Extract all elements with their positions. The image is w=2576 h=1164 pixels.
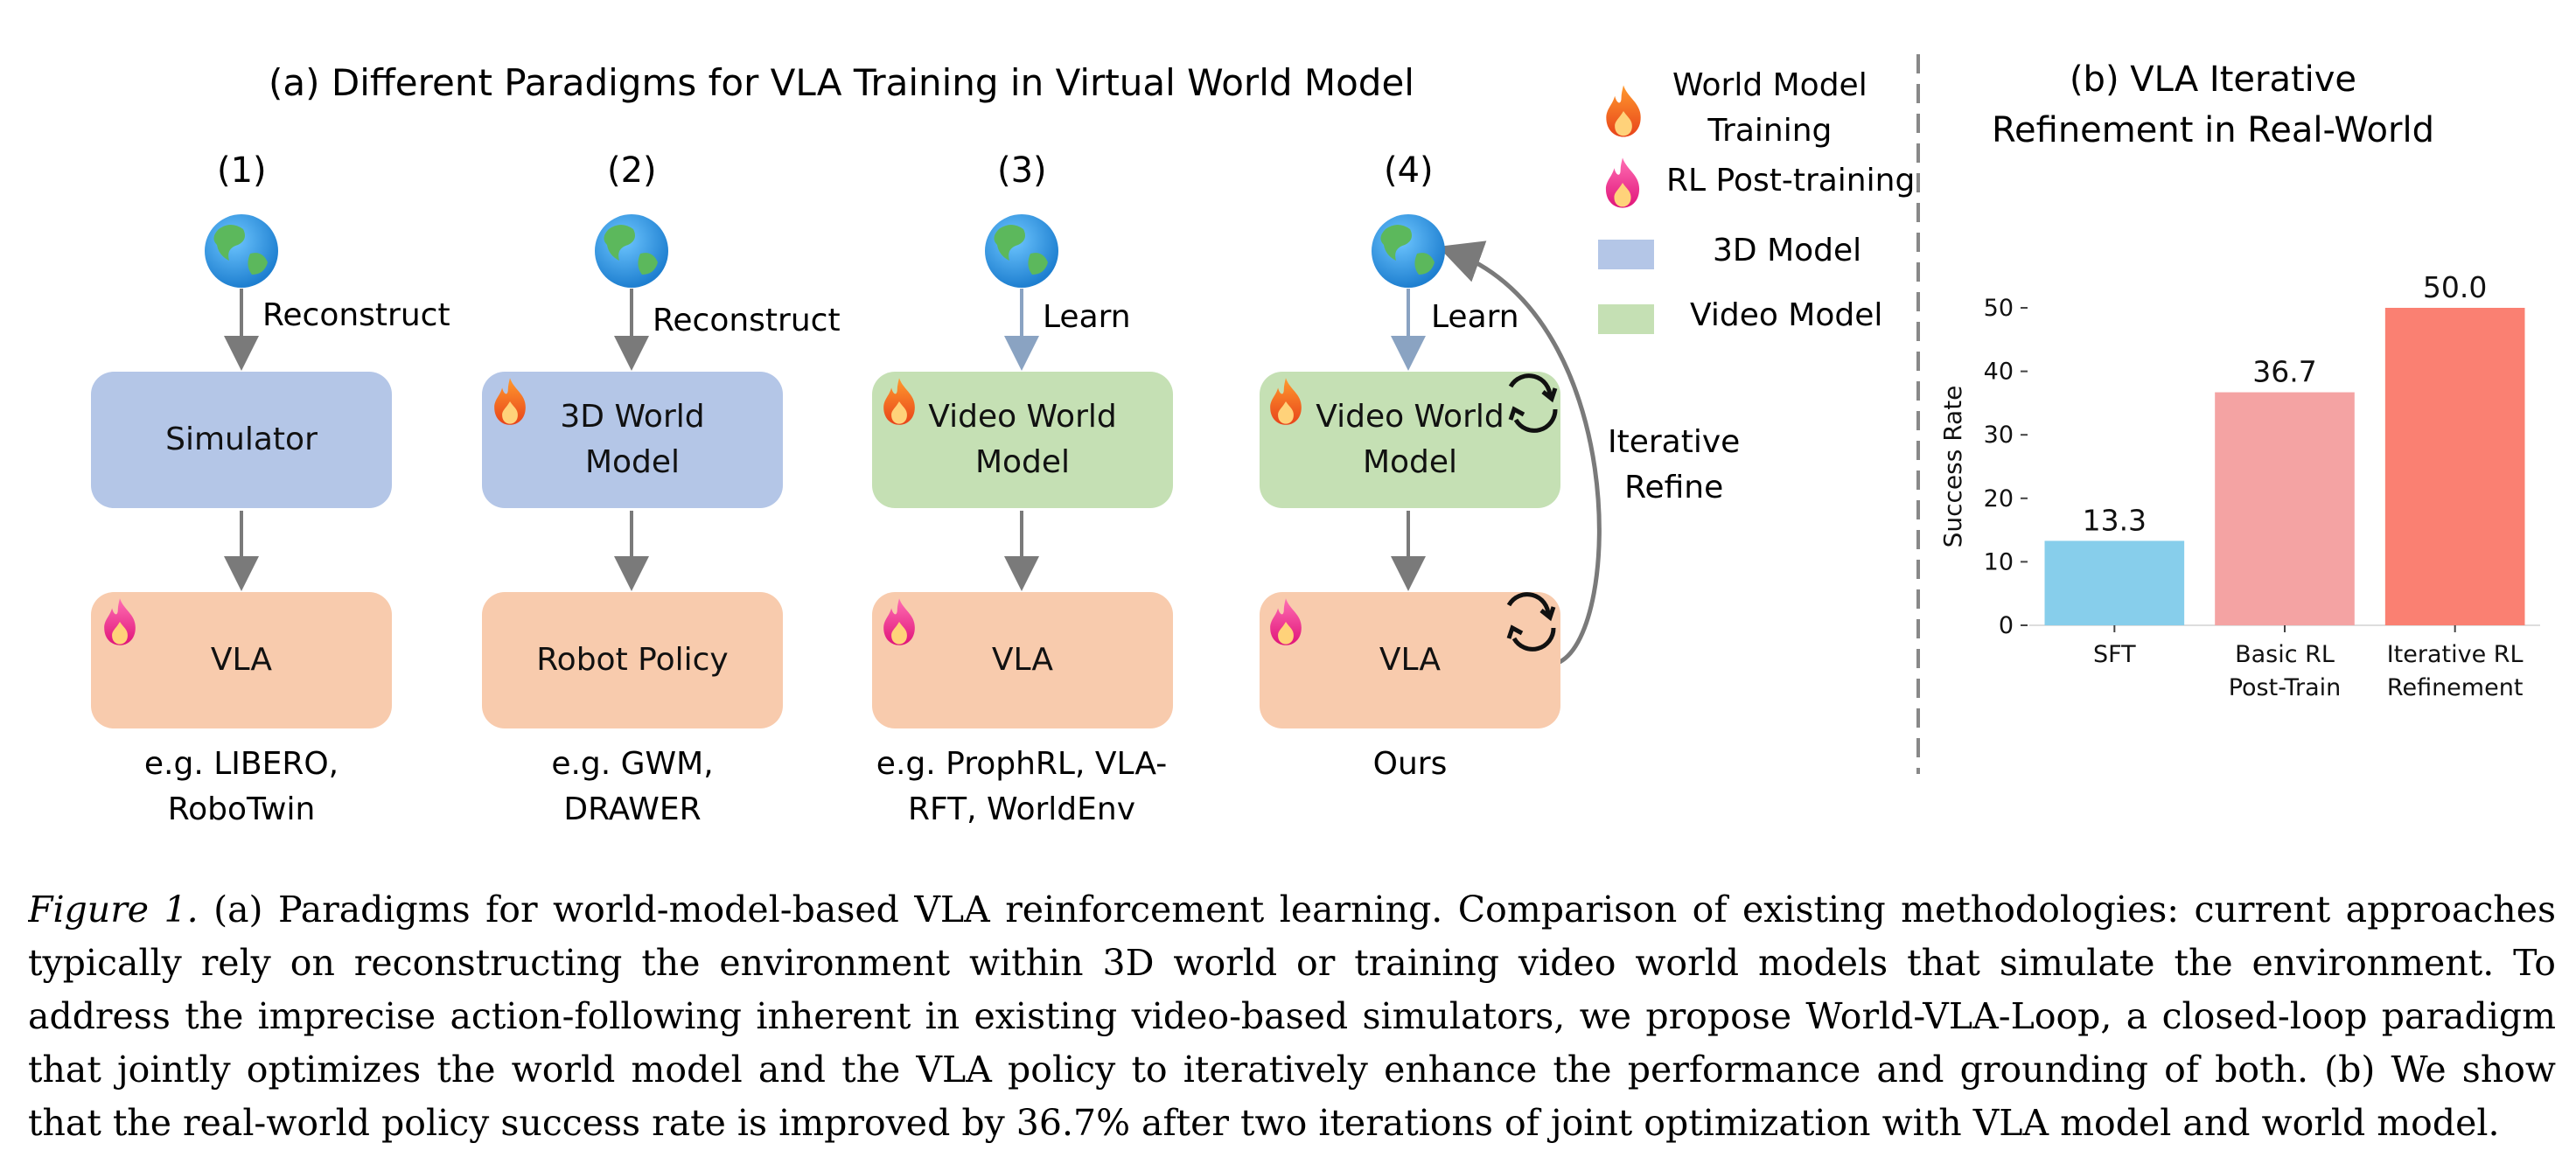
globe-icon [985,214,1058,288]
3d-world-model-box: 3D World Model [482,372,783,508]
bar [2044,540,2185,625]
robot-policy-box: Robot Policy [482,592,783,728]
column-number: (4) [1384,150,1434,191]
pink-fire-icon [104,598,136,645]
caption-line-1: Figure 1. (a) Paradigms for world-model-… [28,889,2556,931]
globe-icon [1372,214,1445,288]
bar [2384,308,2525,625]
globe-icon [595,214,668,288]
iterative-refine-arrow [1437,240,1602,665]
legend-label: RL Post-training [1666,163,1916,199]
legend-label: World Model Training [1672,67,1867,149]
vla-box: VLA [872,592,1173,728]
example-text: e.g. GWM, DRAWER [551,746,714,827]
panel-a-title: (a) Different Paradigms for VLA Training… [269,61,1414,104]
x-tick-label: SFT [2093,641,2136,668]
column-number: (2) [607,150,657,191]
caption-line-5: that the real-world policy success rate … [28,1102,2500,1144]
fire-icon [494,378,526,425]
cycle-icon [1508,373,1558,433]
vla-box-ours: VLA [1260,592,1560,728]
column-number: (1) [217,150,267,191]
pink-fire-icon [1270,598,1302,645]
legend-swatch-3d [1598,240,1654,269]
legend-label: Video Model [1690,297,1883,333]
x-tick-label: Post-Train [2229,674,2342,701]
pink-fire-icon [1605,157,1640,208]
y-tick-label: 40 [1984,359,2014,386]
video-world-model-box: Video World Model [872,372,1173,508]
x-tick-label: Basic RL [2235,641,2335,668]
y-tick-label: 0 [1999,612,2014,639]
vla-box: VLA [91,592,392,728]
link-label: Reconstruct [262,297,450,333]
link-label: Learn [1043,299,1131,335]
bar-value-label: 50.0 [2423,270,2487,304]
cycle-icon [1506,592,1556,652]
pink-fire-icon [883,598,915,645]
caption-label: Figure 1. [28,889,199,931]
fire-icon [1606,85,1641,137]
example-text: e.g. LIBERO, RoboTwin [143,746,339,827]
iterative-refine-label: Iterative Refine [1608,424,1741,505]
globe-icon [205,214,278,288]
fire-icon [883,378,915,425]
legend-label: 3D Model [1713,233,1862,268]
bar-value-label: 13.3 [2083,503,2147,537]
legend-swatch-video [1598,304,1654,334]
simulator-box: Simulator [91,372,392,508]
panel-b-title: (b) VLA Iterative Refinement in Real-Wor… [1992,59,2434,150]
link-label: Learn [1431,299,1519,335]
figure-caption: Figure 1. (a) Paradigms for world-model-… [28,883,2556,1150]
caption-line-4: that jointly optimizes the world model a… [28,1049,2556,1091]
y-tick-label: 50 [1984,295,2014,322]
fire-icon [1270,378,1302,425]
y-axis-label: Success Rate [1938,386,1967,548]
x-tick-label: Iterative RL [2387,641,2524,668]
bar-value-label: 36.7 [2252,355,2316,389]
y-tick-label: 20 [1984,485,2014,512]
column-number: (3) [997,150,1047,191]
y-tick-label: 30 [1984,422,2014,449]
y-tick-label: 10 [1984,548,2014,575]
caption-line-3: address the imprecise action-following i… [28,995,2556,1037]
link-label: Reconstruct [653,303,841,338]
bar [2215,392,2355,625]
example-text: Ours [1372,746,1448,782]
video-world-model-box-ours: Video World Model [1260,372,1560,508]
example-text: e.g. ProphRL, VLA- RFT, WorldEnv [876,746,1168,827]
caption-line-2: typically rely on reconstructing the env… [28,942,2556,984]
x-tick-label: Refinement [2387,674,2524,701]
